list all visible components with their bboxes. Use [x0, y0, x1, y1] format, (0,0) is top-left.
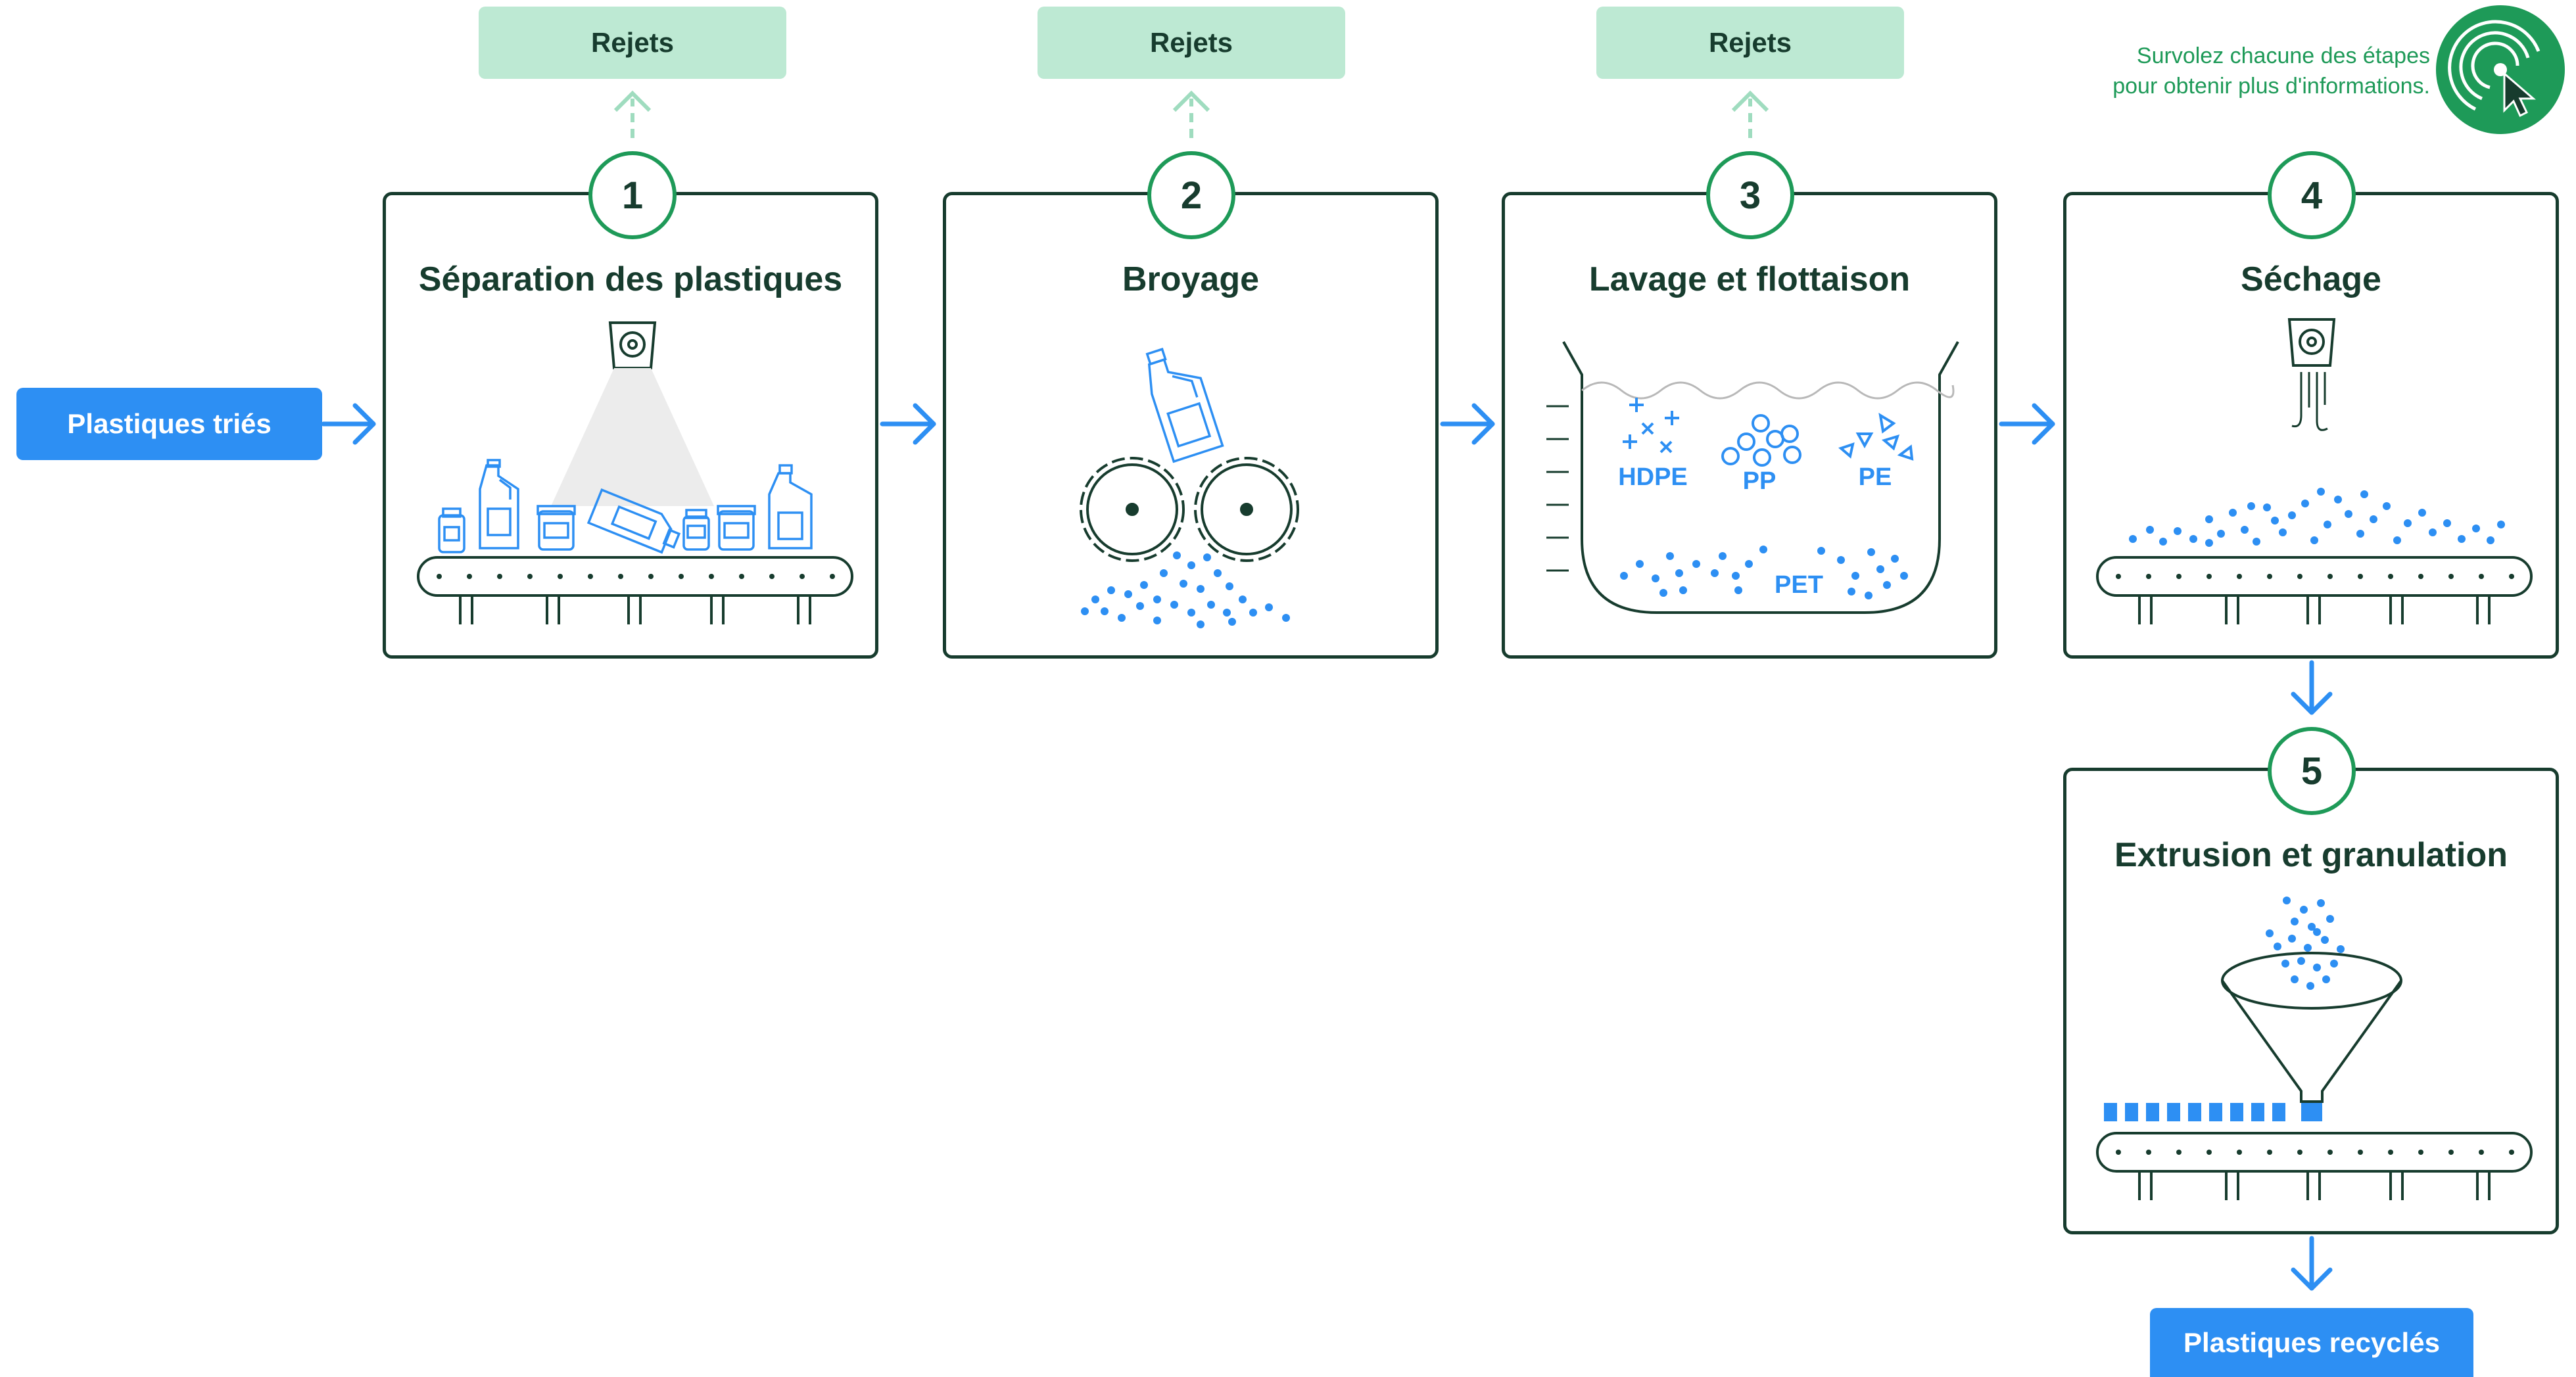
- step-4-box[interactable]: Séchage: [2063, 192, 2559, 659]
- reject-box-1[interactable]: Rejets: [479, 7, 786, 79]
- step-4-title: Séchage: [2241, 260, 2381, 298]
- step-4-illustration: [2096, 318, 2533, 624]
- step-3-title: Lavage et flottaison: [1588, 260, 1911, 298]
- step-3-box[interactable]: Lavage et flottaison: [1502, 192, 1997, 659]
- hint-line-2: pour obtenir plus d'informations.: [2112, 74, 2430, 99]
- material-pet-label: PET: [1775, 571, 1823, 599]
- step-1-illustration: [417, 321, 853, 624]
- step-2-title: Broyage: [1122, 260, 1260, 298]
- reject-box-2[interactable]: Rejets: [1038, 7, 1345, 79]
- tap-cursor-icon: [2436, 5, 2565, 134]
- hint-line-1: Survolez chacune des étapes: [2136, 43, 2430, 68]
- step-2-illustration: [1080, 348, 1299, 628]
- reject-box-3[interactable]: Rejets: [1596, 7, 1904, 79]
- step-2-box[interactable]: Broyage: [943, 192, 1439, 659]
- step-5-badge: 5: [2268, 727, 2356, 815]
- step-1-badge: 1: [588, 151, 677, 239]
- hover-hint: Survolez chacune des étapes pour obtenir…: [2112, 41, 2430, 101]
- step-2-badge: 2: [1147, 151, 1235, 239]
- material-hdpe-label: HDPE: [1618, 463, 1688, 491]
- input-sorted-plastics-button[interactable]: Plastiques triés: [16, 388, 322, 460]
- step-1-title: Séparation des plastiques: [418, 260, 843, 298]
- material-pe-label: PE: [1859, 463, 1892, 491]
- step-3-badge: 3: [1706, 151, 1794, 239]
- output-recycled-plastics-button[interactable]: Plastiques recyclés: [2150, 1308, 2473, 1377]
- step-5-illustration: [2096, 897, 2533, 1200]
- flow-arrow-icons: [321, 403, 2333, 1291]
- step-3-illustration: HDPE PP PE PET: [1546, 341, 1959, 614]
- reject-arrow-icons: [613, 90, 1769, 138]
- step-5-title: Extrusion et granulation: [2114, 836, 2508, 874]
- step-5-box[interactable]: Extrusion et granulation: [2063, 768, 2559, 1234]
- material-pp-label: PP: [1743, 467, 1777, 495]
- step-4-badge: 4: [2268, 151, 2356, 239]
